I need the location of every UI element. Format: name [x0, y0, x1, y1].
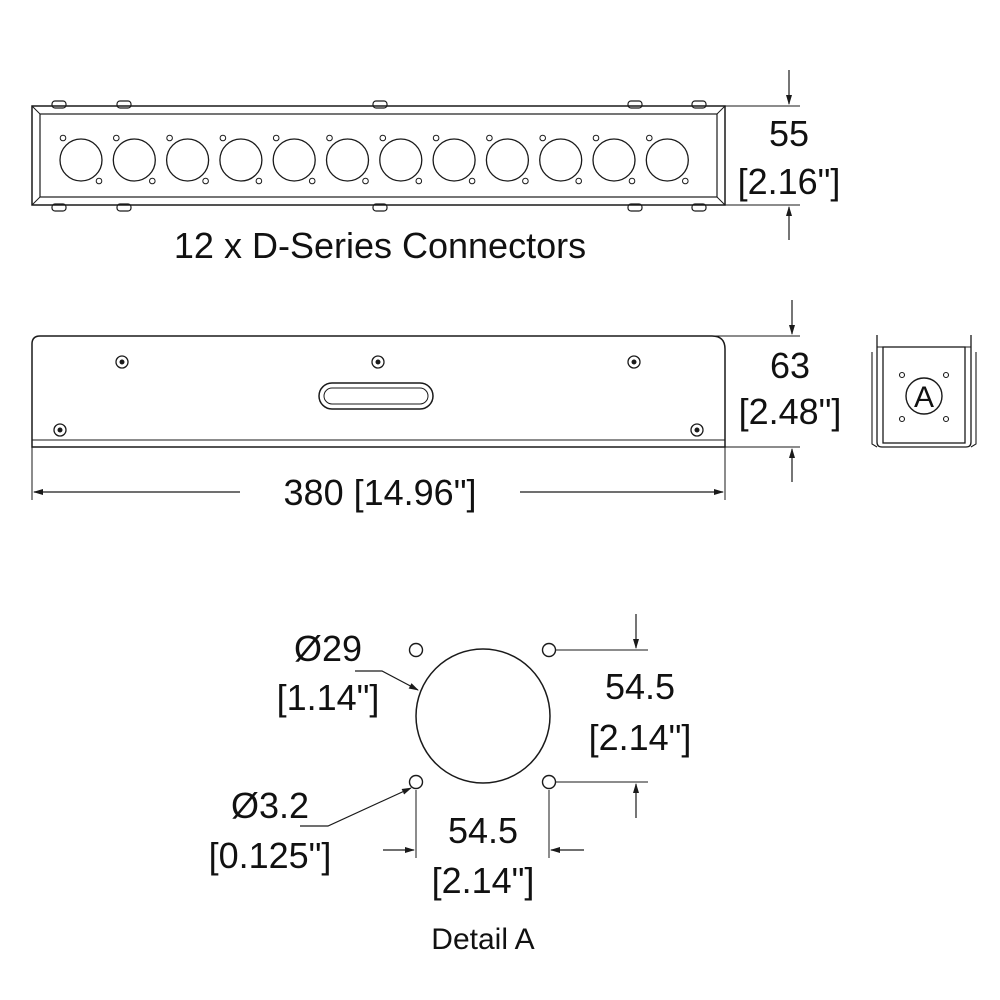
connector-row: [59, 134, 689, 185]
d-series-connector: [165, 134, 210, 185]
screw: [627, 355, 641, 369]
handle-slot: [318, 382, 434, 410]
front-panel-inner: [39, 113, 718, 198]
d-series-connector: [325, 134, 370, 185]
side-height-mm: 63: [770, 345, 810, 386]
front-height-dimension: 55 [2.16"]: [725, 70, 840, 240]
screw-diameter-in: [0.125"]: [209, 835, 332, 876]
side-screws: [53, 355, 704, 437]
horizontal-spacing-dimension: 54.5 [2.14"]: [383, 790, 584, 901]
d-series-connector: [219, 134, 263, 185]
d-series-connector: [112, 134, 156, 185]
side-panel-outline: [31, 335, 726, 448]
front-view: 12 x D-Series Connectors 55 [2.16"]: [31, 70, 840, 266]
d-series-connector: [592, 134, 636, 185]
mount-hole-br: [541, 774, 557, 790]
front-height-in: [2.16"]: [738, 161, 841, 202]
d-series-connector: [272, 134, 316, 185]
front-height-mm: 55: [769, 113, 809, 154]
vertical-spacing-mm: 54.5: [605, 666, 675, 707]
side-height-in: [2.48"]: [739, 391, 842, 432]
end-hole-marker: [905, 377, 943, 415]
cutout-diameter-callout: Ø29 [1.14"]: [277, 628, 419, 718]
screw-diameter-callout: Ø3.2 [0.125"]: [209, 785, 412, 876]
detail-a: Ø29 [1.14"] Ø3.2 [0.125"] 54.5 [2.14"] 5…: [209, 614, 691, 956]
screw: [53, 423, 67, 437]
vertical-spacing-in: [2.14"]: [589, 717, 692, 758]
d-series-connector: [645, 134, 689, 185]
detail-callout-letter: A: [914, 381, 934, 414]
side-width-dimension: 380 [14.96"]: [31, 447, 726, 513]
screw: [690, 423, 704, 437]
d-series-connector: [379, 134, 423, 185]
screw: [115, 355, 129, 369]
front-tabs: [51, 100, 707, 212]
front-caption: 12 x D-Series Connectors: [174, 225, 586, 266]
mount-hole-bl: [408, 774, 424, 790]
vertical-spacing-dimension: 54.5 [2.14"]: [556, 614, 691, 818]
screw-diameter: Ø3.2: [231, 785, 309, 826]
end-view: A: [871, 335, 977, 448]
cutout-diameter: Ø29: [294, 628, 362, 669]
horizontal-spacing-in: [2.14"]: [432, 860, 535, 901]
connector-cutout: [415, 648, 551, 784]
screw: [371, 355, 385, 369]
cutout-diameter-in: [1.14"]: [277, 677, 380, 718]
front-panel-outer: [31, 105, 726, 206]
mount-hole-tr: [541, 642, 557, 658]
horizontal-spacing-mm: 54.5: [448, 810, 518, 851]
detail-title: Detail A: [431, 923, 534, 956]
side-view: 63 [2.48"] 380 [14.96"]: [31, 300, 841, 513]
d-series-connector: [432, 134, 476, 185]
d-series-connector: [59, 134, 103, 185]
d-series-connector: [539, 134, 583, 185]
side-width-label: 380 [14.96"]: [284, 472, 477, 513]
d-series-connector: [485, 134, 530, 185]
side-height-dimension: 63 [2.48"]: [712, 300, 841, 482]
mount-hole-tl: [408, 642, 424, 658]
